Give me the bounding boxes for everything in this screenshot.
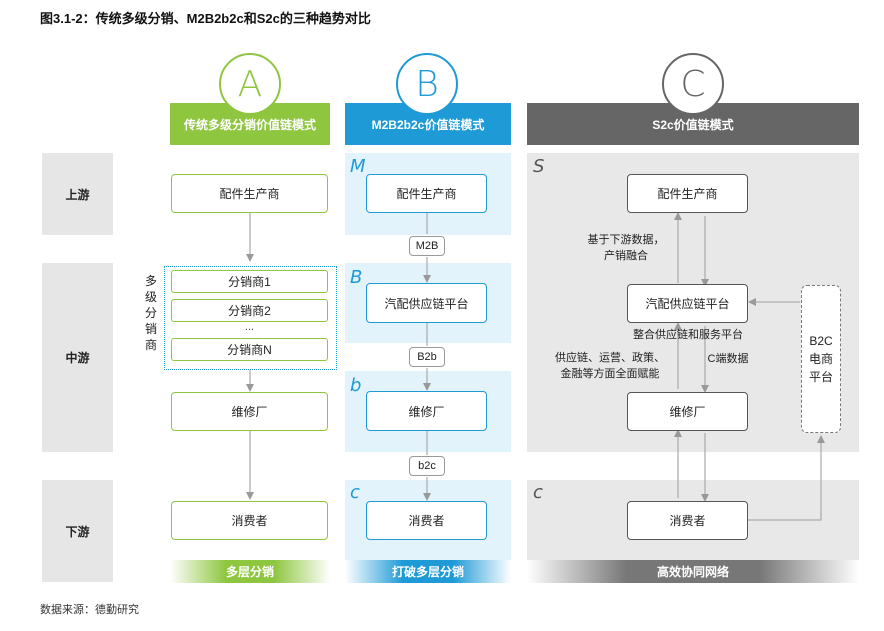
- col-a-consumer-box: 消费者: [171, 501, 328, 540]
- col-a-distributor-2: 分销商2: [171, 299, 328, 322]
- b2c-line: B2C: [809, 334, 833, 348]
- note-line: 供应链、运营、政策、: [555, 352, 665, 364]
- col-a-repair-box: 维修厂: [171, 392, 328, 431]
- col-c-note-mid-right: C端数据: [707, 353, 749, 365]
- note-line: 产销融合: [604, 250, 648, 262]
- col-b-tag-b-upper: B: [350, 267, 363, 288]
- col-c-platform-box: 汽配供应链平台: [627, 284, 748, 323]
- col-c-tag-s: S: [533, 156, 545, 177]
- col-b-consumer-box: 消费者: [366, 501, 487, 540]
- figure-title: 图3.1-2：传统多级分销、M2B2b2c和S2c的三种趋势对比: [40, 11, 371, 26]
- col-c-consumer-box: 消费者: [627, 501, 748, 540]
- b2c-line: 电商: [808, 352, 833, 366]
- col-a-distributor-1: 分销商1: [171, 270, 328, 293]
- col-a-distributor-n: 分销商N: [171, 338, 328, 361]
- row-label-midstream: 中游: [42, 263, 113, 452]
- col-c-note-top: 基于下游数据， 产销融合: [578, 232, 674, 264]
- data-source: 数据来源：德勤研究: [40, 604, 139, 616]
- group-label-char: 商: [144, 338, 157, 352]
- group-label-char: 多: [144, 274, 157, 288]
- col-b-footer: 打破多层分销: [345, 560, 511, 583]
- b2c-line: 平台: [808, 370, 833, 384]
- col-c-repair-box: 维修厂: [627, 392, 748, 431]
- col-b-tag-b-lower: b: [350, 375, 362, 396]
- col-b-tag-c: c: [350, 482, 360, 503]
- col-b-circle: B: [396, 53, 458, 115]
- col-b-tag-m: M: [350, 156, 366, 177]
- col-b-pill-m2b: M2B: [409, 236, 445, 256]
- group-label-char: 销: [144, 322, 157, 336]
- col-b-repair-box: 维修厂: [366, 391, 487, 431]
- col-c-supplier-box: 配件生产商: [627, 174, 748, 213]
- col-c-b2c-platform: B2C 电商 平台: [801, 285, 841, 433]
- col-b-pill-b2c: b2c: [409, 456, 445, 476]
- col-c-tag-c: c: [533, 482, 543, 503]
- group-label-char: 分: [144, 306, 157, 320]
- col-c-note-mid-left: 供应链、运营、政策、 金融等方面全面赋能: [548, 350, 672, 382]
- row-label-upstream: 上游: [42, 153, 113, 235]
- col-c-circle: C: [662, 53, 724, 115]
- col-a-footer: 多层分销: [170, 560, 330, 583]
- col-b-pill-b2b: B2b: [409, 347, 445, 367]
- col-c-header: S2c价值链模式: [527, 103, 859, 145]
- group-label-char: 级: [144, 290, 157, 304]
- note-line: 基于下游数据，: [587, 234, 665, 246]
- col-a-distributor-ellipsis: ...: [244, 321, 255, 333]
- col-a-distributor-group: [164, 266, 337, 370]
- col-a-supplier-box: 配件生产商: [171, 174, 328, 213]
- col-b-platform-box: 汽配供应链平台: [366, 283, 487, 323]
- col-b-supplier-box: 配件生产商: [366, 174, 487, 213]
- row-label-downstream: 下游: [42, 480, 113, 582]
- col-c-platform-note: 整合供应链和服务平台: [633, 329, 743, 341]
- col-c-footer: 高效协同网络: [527, 560, 859, 583]
- col-a-group-label: 多 级 分 销 商: [143, 273, 159, 353]
- col-a-circle: A: [219, 53, 281, 115]
- note-line: 金融等方面全面赋能: [560, 368, 660, 380]
